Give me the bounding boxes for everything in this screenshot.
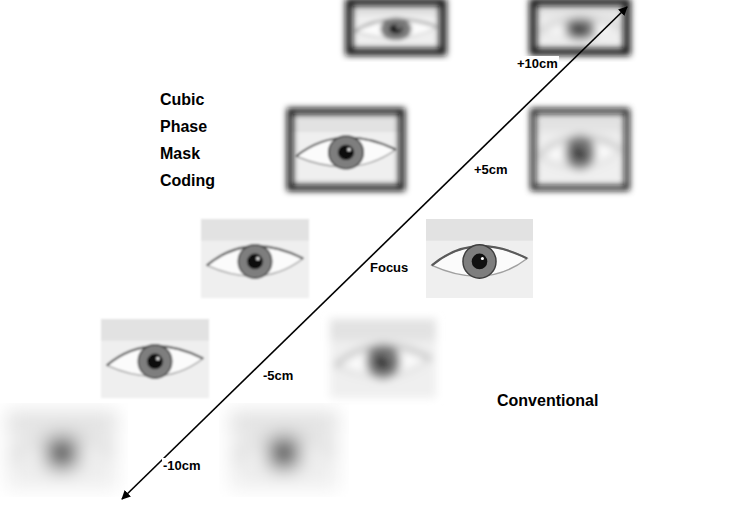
distance-label: +5cm [473,162,509,178]
coded-eye-plus5 [290,111,402,188]
coded-eye-plus10 [349,2,443,52]
conventional-eye-minus10 [230,411,338,489]
column-title: Cubic Phase Mask Coding [160,86,222,194]
conventional-eye-plus5 [533,111,627,188]
column-title: Conventional [497,387,598,414]
coded-eye-minus10 [7,411,117,489]
coded-eye-focus [201,219,309,298]
distance-label: +10cm [516,56,559,72]
distance-label: Focus [369,260,409,276]
focus-axis-arrow [122,7,627,499]
conventional-eye-focus [426,219,533,298]
conventional-eye-plus10 [533,2,627,52]
conventional-eye-minus5 [330,319,436,398]
distance-label: -5cm [262,368,294,384]
distance-label: -10cm [162,458,202,474]
coded-eye-minus5 [101,319,209,398]
